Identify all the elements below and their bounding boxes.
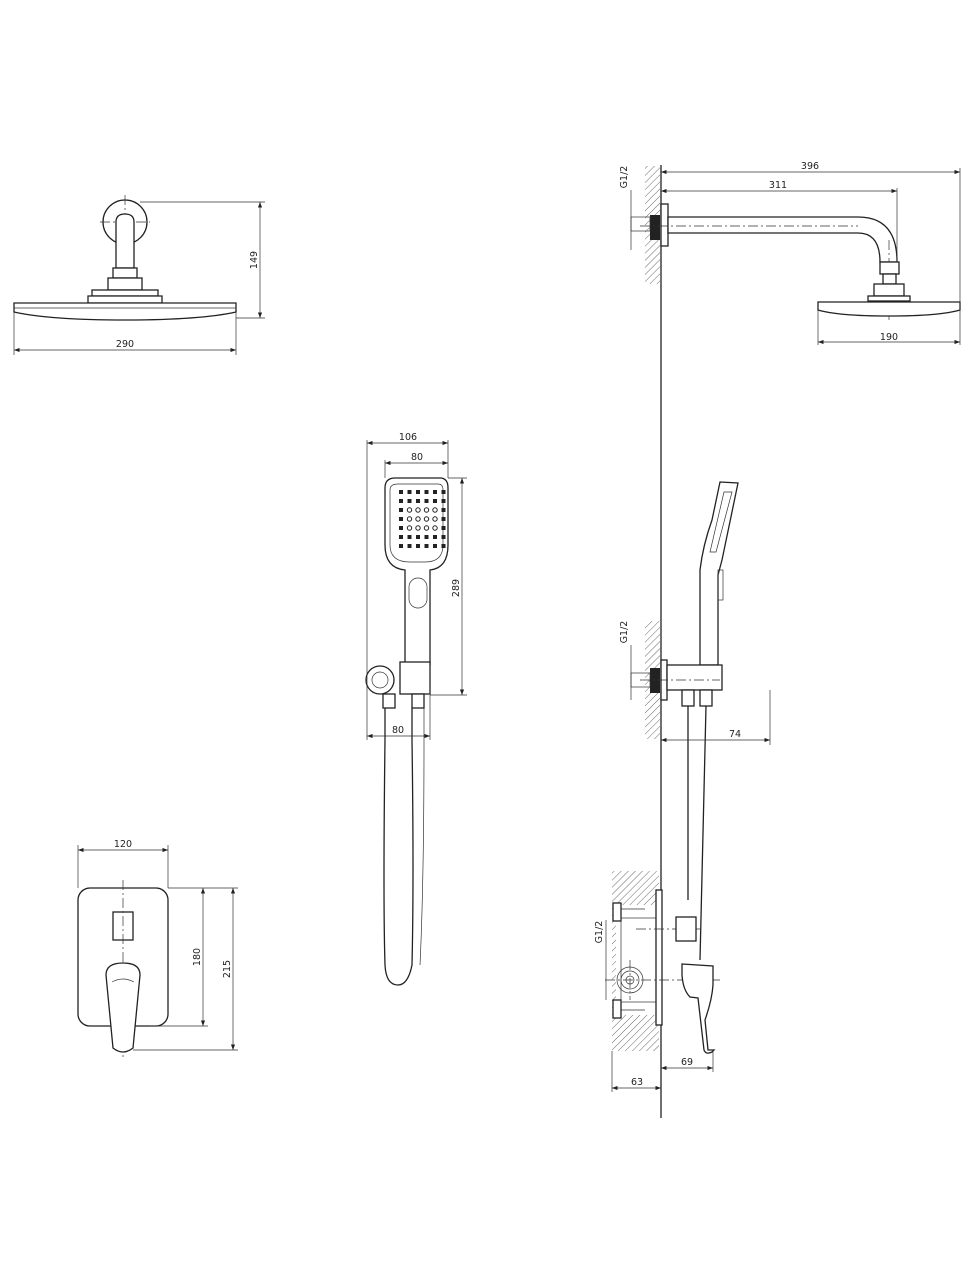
nozzle-icon — [432, 525, 438, 531]
dim-80-holder: 80 — [392, 725, 404, 736]
shower-head-front-view: 290 149 — [13, 195, 265, 355]
nozzle-icon — [441, 535, 446, 539]
dim-63: 63 — [631, 1077, 643, 1088]
nozzle-icon — [406, 525, 413, 531]
nozzle-icon — [415, 525, 421, 531]
nozzle-icon — [433, 544, 437, 548]
nozzle-icon — [399, 517, 403, 521]
nozzle-icon — [399, 526, 403, 530]
nozzle-icon — [416, 490, 420, 494]
nozzle-icon — [424, 490, 429, 494]
dim-289: 289 — [451, 579, 462, 597]
nozzle-icon — [441, 526, 446, 530]
dim-80-head: 80 — [411, 452, 423, 463]
thread-label-bottom: G1/2 — [594, 921, 605, 944]
nozzle-icon — [407, 544, 412, 548]
dim-290: 290 — [116, 339, 134, 350]
nozzle-icon — [441, 517, 446, 521]
nozzle-icon — [407, 499, 412, 503]
nozzle-icon — [423, 525, 430, 531]
dim-69: 69 — [681, 1057, 693, 1068]
dim-106: 106 — [399, 432, 417, 443]
dim-311: 311 — [769, 180, 787, 191]
nozzle-icon — [399, 499, 403, 503]
nozzle-icon — [407, 490, 412, 494]
nozzle-icon — [441, 490, 446, 494]
nozzle-icon — [416, 535, 420, 539]
nozzle-icon — [399, 535, 403, 539]
dim-396: 396 — [801, 161, 819, 172]
nozzle-icon — [423, 516, 430, 522]
nozzle-icon — [407, 535, 412, 539]
nozzle-icon — [416, 544, 420, 548]
nozzle-icon — [433, 499, 437, 503]
dim-180: 180 — [192, 948, 203, 966]
nozzle-icon — [424, 535, 429, 539]
nozzle-icon — [424, 544, 429, 548]
nozzle-icon — [424, 499, 429, 503]
nozzle-icon — [441, 508, 446, 512]
nozzle-icon — [406, 507, 413, 513]
nozzle-icon — [423, 507, 430, 513]
mixer-side-view: G1/2 69 63 — [594, 871, 720, 1092]
dim-120: 120 — [114, 839, 132, 850]
shower-arm-side-view: 396 311 190 G1/2 — [619, 161, 961, 345]
thread-label-middle: G1/2 — [619, 621, 630, 644]
nozzle-icon — [441, 499, 446, 503]
nozzle-icon — [415, 516, 421, 522]
nozzle-icon — [433, 490, 437, 494]
nozzle-icon — [432, 516, 438, 522]
thread-label-top: G1/2 — [619, 166, 630, 189]
nozzle-icon — [399, 508, 403, 512]
nozzle-icon — [416, 499, 420, 503]
nozzle-icon — [432, 507, 438, 513]
nozzle-icon — [399, 490, 403, 494]
hand-shower-side-view: 74 G1/2 — [619, 481, 771, 961]
nozzle-icon — [406, 516, 413, 522]
dim-190: 190 — [880, 332, 898, 343]
nozzle-icon — [399, 544, 403, 548]
dim-215: 215 — [222, 960, 233, 978]
dim-149: 149 — [249, 251, 260, 269]
mixer-front-view: 120 180 215 — [77, 839, 238, 1060]
dim-74: 74 — [729, 729, 741, 740]
nozzle-icon — [433, 535, 437, 539]
hand-shower-front-view: 106 80 289 80 — [365, 432, 467, 986]
nozzle-icon — [441, 544, 446, 548]
nozzle-icon — [415, 507, 421, 513]
